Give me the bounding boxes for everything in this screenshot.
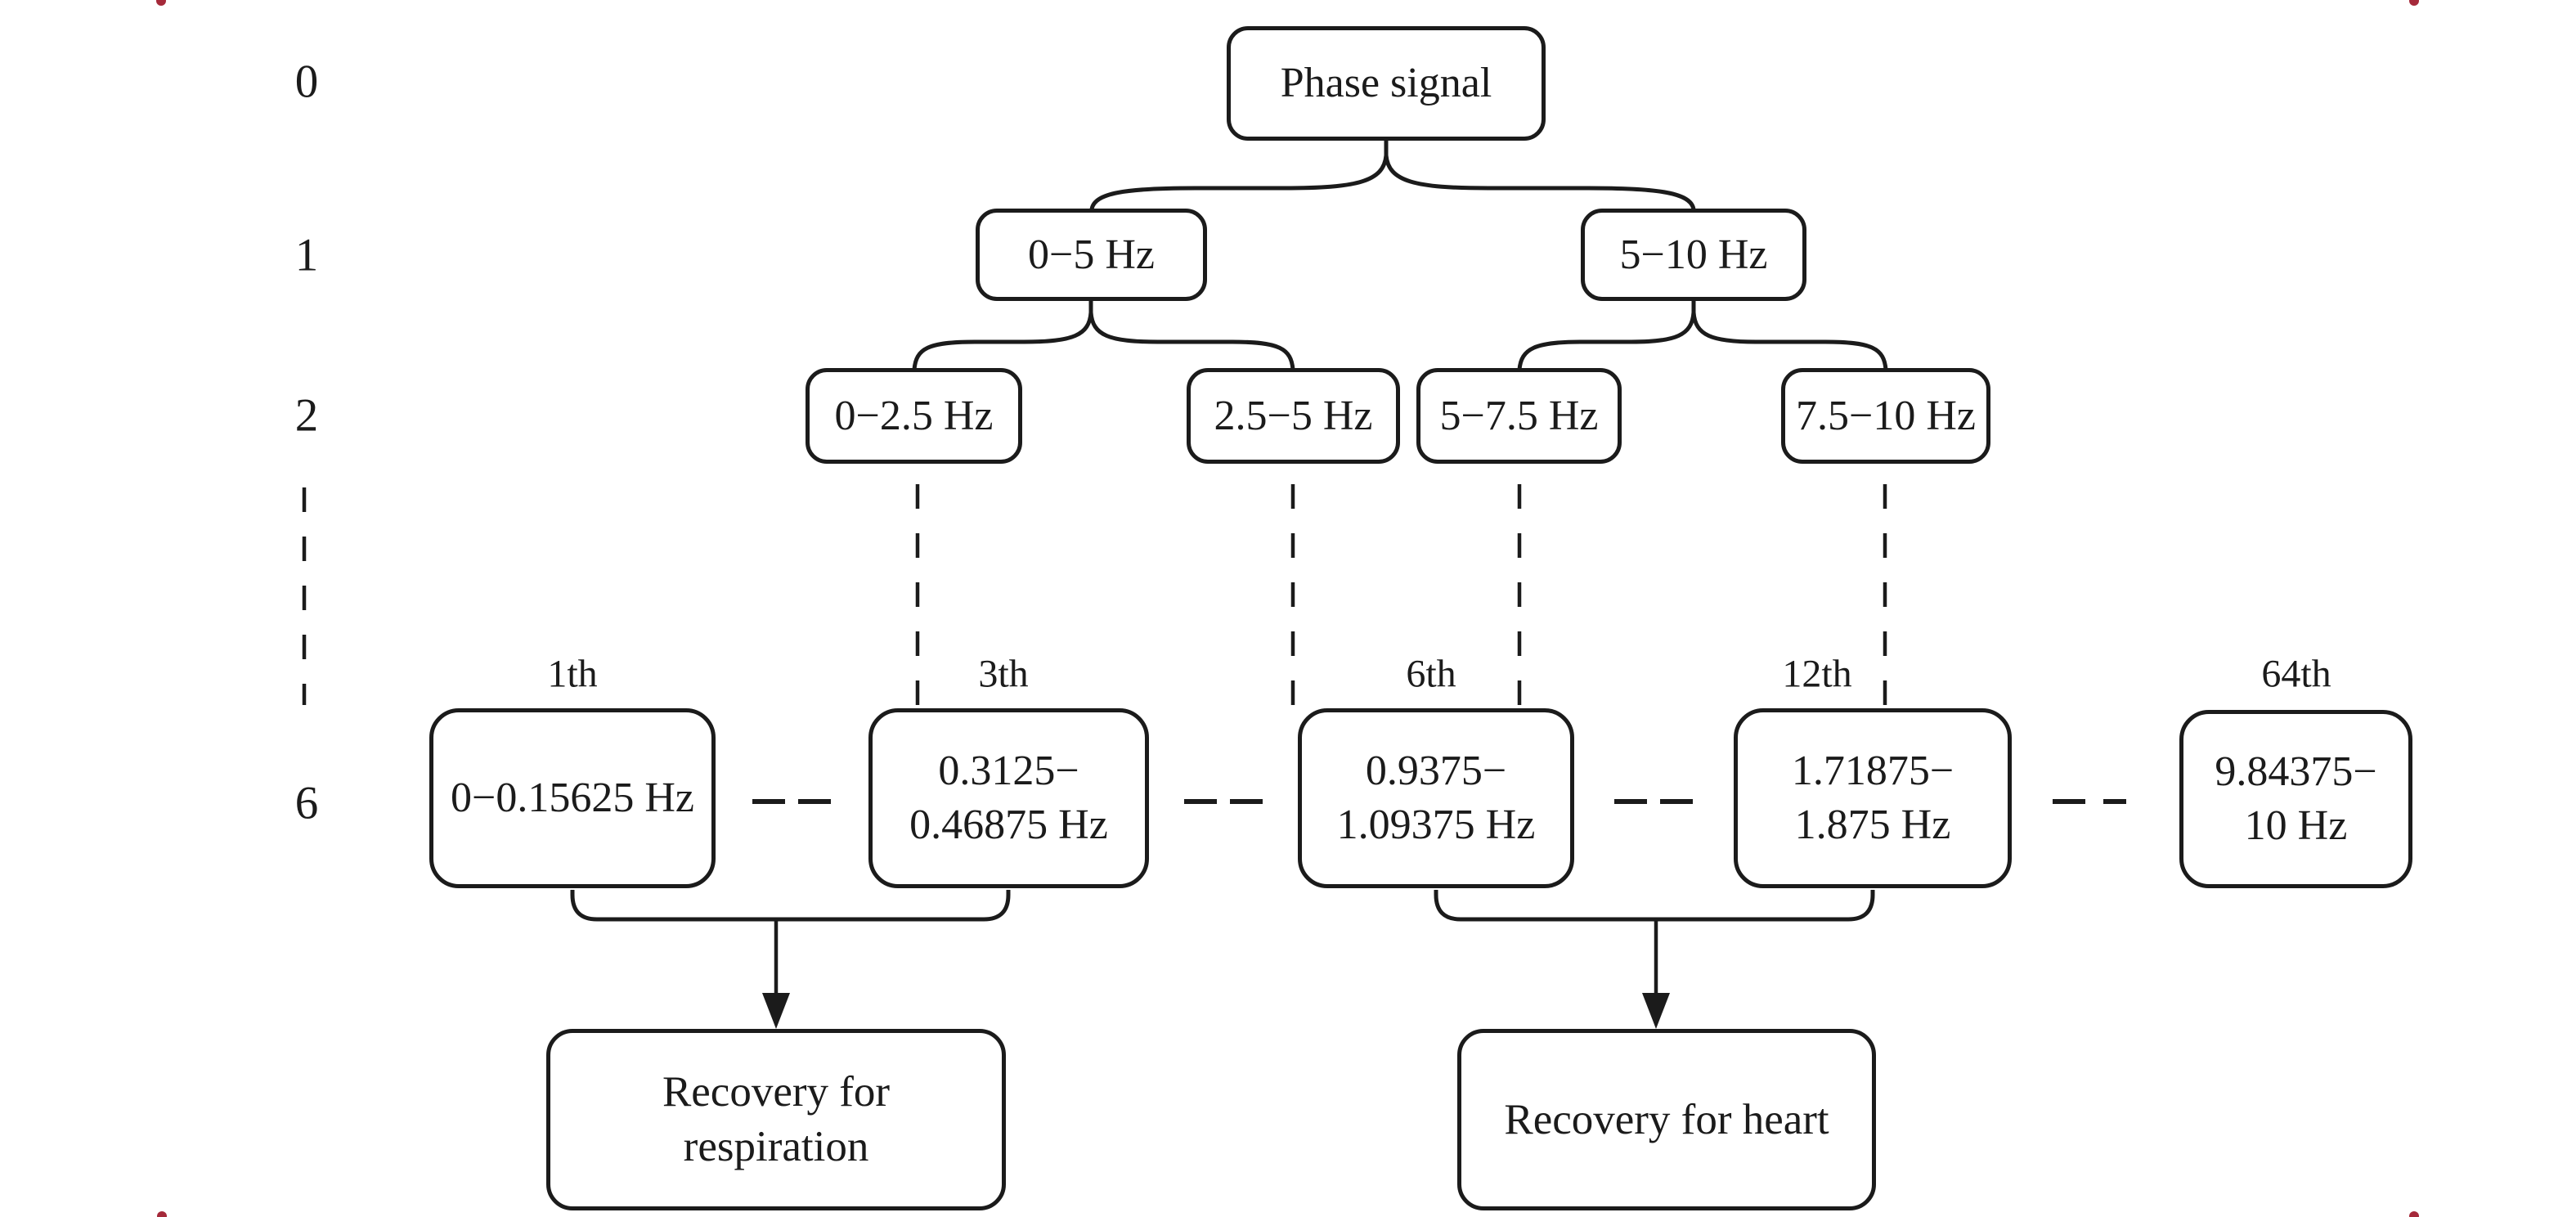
- node-label: 5−7.5 Hz: [1439, 392, 1599, 439]
- node-label: 0−0.15625 Hz: [451, 775, 694, 822]
- level6-node-64th: 9.84375− 10 Hz: [2179, 710, 2412, 888]
- ordinal-label-3th: 3th: [978, 652, 1029, 696]
- level1-node-0-5hz: 0−5 Hz: [976, 209, 1207, 301]
- node-label: Recovery for: [662, 1068, 891, 1116]
- crop-mark-icon: [2409, 1211, 2419, 1217]
- node-label: 9.84375−: [2215, 748, 2377, 796]
- node-label: 0−2.5 Hz: [834, 392, 994, 439]
- level2-node-0-2.5hz: 0−2.5 Hz: [806, 368, 1022, 464]
- node-label: 1.875 Hz: [1794, 802, 1951, 848]
- level6-node-12th: 1.71875− 1.875 Hz: [1734, 708, 2012, 888]
- recovery-heart-node: Recovery for heart: [1457, 1029, 1876, 1210]
- level-axis-label-1: 1: [294, 229, 319, 281]
- root-node: Phase signal: [1227, 26, 1546, 141]
- node-label: 0.9375−: [1365, 748, 1507, 795]
- ordinal-label-12th: 12th: [1782, 652, 1852, 696]
- level2-node-2.5-5hz: 2.5−5 Hz: [1187, 368, 1400, 464]
- level-axis-label-2: 2: [294, 389, 319, 442]
- level-axis-label-6: 6: [294, 777, 319, 829]
- level2-node-5-7.5hz: 5−7.5 Hz: [1416, 368, 1622, 464]
- node-label: 5−10 Hz: [1619, 231, 1768, 278]
- crop-mark-icon: [157, 1211, 167, 1217]
- level-axis-label-0: 0: [294, 56, 319, 108]
- node-label: 1.71875−: [1791, 748, 1954, 795]
- node-label: 0.3125−: [938, 748, 1079, 795]
- group-brackets: [570, 890, 1875, 922]
- node-label: 7.5−10 Hz: [1796, 392, 1976, 439]
- recovery-respiration-node: Recovery for respiration: [546, 1029, 1006, 1210]
- node-label: Recovery for heart: [1504, 1095, 1829, 1143]
- level6-node-3th: 0.3125− 0.46875 Hz: [868, 708, 1149, 888]
- ordinal-label-1th: 1th: [547, 652, 598, 696]
- crop-marks: [156, 0, 2419, 1217]
- root-branch-connectors: [912, 137, 1888, 372]
- node-label: 10 Hz: [2244, 802, 2348, 849]
- level1-node-5-10hz: 5−10 Hz: [1581, 209, 1806, 301]
- level6-node-6th: 0.9375− 1.09375 Hz: [1298, 708, 1574, 888]
- node-label: 2.5−5 Hz: [1214, 392, 1373, 439]
- omitted-levels-dashed-lines: [302, 484, 1887, 705]
- group-bracket-respiration: [570, 890, 1011, 922]
- root-node-label: Phase signal: [1280, 60, 1492, 107]
- arrowhead-respiration-icon: [762, 993, 790, 1029]
- ordinal-label-6th: 6th: [1406, 652, 1456, 696]
- node-label: 0−5 Hz: [1028, 231, 1155, 278]
- group-bracket-heart: [1434, 890, 1875, 922]
- node-label: 0.46875 Hz: [909, 802, 1108, 848]
- node-label: 1.09375 Hz: [1336, 802, 1536, 848]
- arrowhead-heart-icon: [1642, 993, 1670, 1029]
- level2-node-7.5-10hz: 7.5−10 Hz: [1781, 368, 1990, 464]
- ordinal-label-64th: 64th: [2261, 652, 2331, 696]
- level6-node-1th: 0−0.15625 Hz: [429, 708, 716, 888]
- node-label: respiration: [683, 1123, 869, 1170]
- crop-mark-icon: [156, 0, 166, 6]
- crop-mark-icon: [2409, 0, 2419, 6]
- down-arrows: [762, 919, 1670, 1029]
